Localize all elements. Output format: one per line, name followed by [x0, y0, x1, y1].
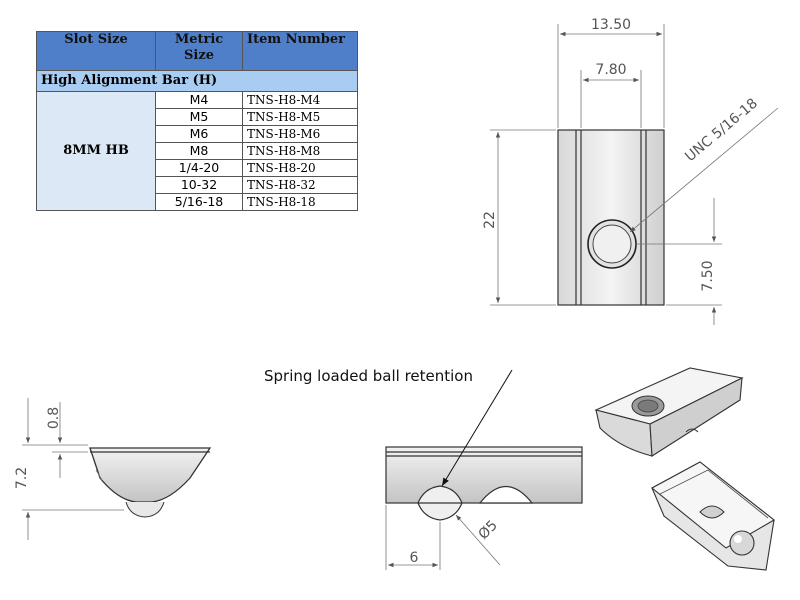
callout-label: Spring loaded ball retention	[264, 367, 473, 385]
slot-size-cell: 8MM HB	[36, 91, 156, 211]
header-item-number: Item Number	[242, 31, 358, 71]
metric-cell: M6	[155, 125, 243, 143]
side-profile-view: 0.8 7.2	[14, 398, 212, 540]
dim-profile-height: 7.2	[14, 467, 30, 489]
metric-cell: 10-32	[155, 176, 243, 194]
metric-cell: 5/16-18	[155, 193, 243, 211]
table-group-row: High Alignment Bar (H)	[36, 70, 358, 92]
section-view: 6 Ø5 Spring loaded ball retention	[264, 367, 583, 570]
table-row: 10-32 TNS-H8-32	[37, 176, 358, 194]
dim-width-inner: 7.80	[595, 62, 626, 78]
metric-cell: M4	[155, 91, 243, 109]
metric-cell: M8	[155, 142, 243, 160]
dim-ball-offset: 6	[410, 550, 419, 566]
table-header-row: Slot Size Metric Size Item Number	[36, 31, 358, 71]
front-view: 13.50 7.80 22 7.50 UNC 5/16-18	[482, 17, 779, 325]
table-row: M5 TNS-H8-M5	[37, 108, 358, 126]
isometric-bottom-view	[651, 461, 775, 571]
item-cell: TNS-H8-M8	[242, 142, 358, 160]
dim-ball-diameter: Ø5	[476, 517, 501, 542]
metric-cell: 1/4-20	[155, 159, 243, 177]
dim-profile-top: 0.8	[46, 407, 62, 429]
metric-cell: M5	[155, 108, 243, 126]
item-cell: TNS-H8-M5	[242, 108, 358, 126]
table-row: M8 TNS-H8-M8	[37, 142, 358, 160]
group-label: High Alignment Bar (H)	[36, 70, 358, 92]
retention-ball-iso	[729, 530, 755, 556]
dim-height: 22	[482, 211, 498, 229]
table-row: 5/16-18 TNS-H8-18	[37, 193, 358, 211]
header-slot-size: Slot Size	[36, 31, 156, 71]
item-cell: TNS-H8-18	[242, 193, 358, 211]
dim-hole-offset: 7.50	[700, 260, 716, 291]
item-cell: TNS-H8-M6	[242, 125, 358, 143]
isometric-top-view	[594, 367, 744, 457]
table-row: 8MM HB M4 TNS-H8-M4	[36, 91, 358, 211]
dim-width-total: 13.50	[591, 17, 631, 33]
item-cell: TNS-H8-20	[242, 159, 358, 177]
table-row: 1/4-20 TNS-H8-20	[37, 159, 358, 177]
item-cell: TNS-H8-M4	[242, 91, 358, 109]
table-row: M6 TNS-H8-M6	[37, 125, 358, 143]
item-cell: TNS-H8-32	[242, 176, 358, 194]
spec-table: Slot Size Metric Size Item Number High A…	[36, 31, 358, 211]
thread-callout: UNC 5/16-18	[682, 95, 761, 165]
